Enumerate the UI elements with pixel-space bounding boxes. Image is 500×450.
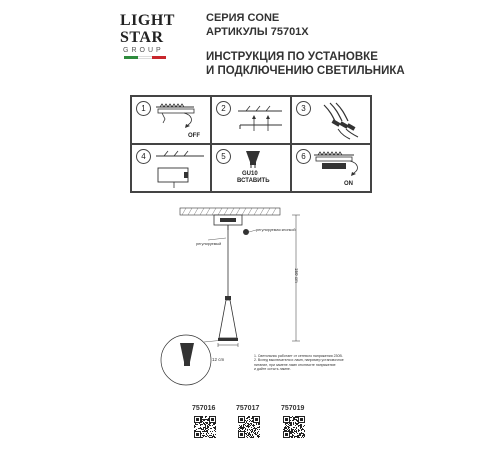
step-number-3: 3 [296, 101, 311, 116]
step-number-4: 4 [136, 149, 151, 164]
flag-white [138, 56, 152, 59]
note-line-4: и дайте остыть лампе. [254, 366, 291, 371]
step-6-label: ON [344, 181, 353, 187]
installation-steps-grid: 1 OFF 2 3 [130, 95, 372, 193]
logo-text-star: STAR [120, 29, 164, 46]
article-code-2: 757017 [236, 405, 260, 412]
adjust-label: регулируемая кнопкой [256, 228, 296, 232]
italian-flag-stripe [124, 56, 166, 59]
note-line-2: 2. Вслед выключателя и ламп, например ус… [254, 358, 344, 363]
logo-text-group: GROUP [123, 47, 164, 54]
step-number-6: 6 [296, 149, 311, 164]
wire-connection-icon [323, 102, 359, 140]
ceiling-mount-icon [156, 150, 204, 188]
logo-text-light: LIGHT [120, 12, 175, 29]
lamp-dimension-diagram [160, 207, 300, 386]
article-code-3: 757019 [281, 405, 305, 412]
flag-green [124, 56, 138, 59]
flag-red [152, 56, 166, 59]
qr-code-icon [283, 416, 305, 438]
note-line-3: питание, при замене ламп отключите напря… [254, 362, 336, 367]
ceiling-drill-icon [238, 105, 282, 131]
cable-label: регулируемый [196, 242, 222, 246]
note-line-1: 1. Светильник работает от сетевого напря… [254, 354, 343, 358]
step-cell-2: 2 [211, 96, 291, 144]
step-number-5: 5 [216, 149, 231, 164]
series-title: СЕРИЯ CONE [206, 12, 280, 24]
step-number-1: 1 [136, 101, 151, 116]
step-5-label-insert: ВСТАВИТЬ [237, 178, 270, 184]
safety-notes: 1. Светильник работает от сетевого напря… [254, 354, 364, 371]
gu10-bulb-icon [246, 151, 260, 168]
step-number-2: 2 [216, 101, 231, 116]
step-cell-1: 1 OFF [131, 96, 211, 144]
height-label: 150 cm [294, 268, 299, 283]
article-code-1: 757016 [192, 405, 216, 412]
articles-title: АРТИКУЛЫ 75701X [206, 26, 309, 38]
qr-code-icon [238, 416, 260, 438]
power-on-wiring-icon [314, 151, 358, 176]
instruction-title-line2: И ПОДКЛЮЧЕНИЮ СВЕТИЛЬНИКА [206, 65, 405, 77]
width-label: 12 cm [212, 357, 225, 362]
power-off-wiring-icon [156, 103, 195, 128]
step-cell-5: 5 GU10 ВСТАВИТЬ [211, 144, 291, 192]
qr-code-icon [194, 416, 216, 438]
step-5-label-gu10: GU10 [242, 171, 258, 177]
instruction-title-line1: ИНСТРУКЦИЯ ПО УСТАНОВКЕ [206, 51, 378, 63]
step-cell-4: 4 [131, 144, 211, 192]
step-1-label: OFF [188, 133, 200, 139]
step-cell-6: 6 ON [291, 144, 371, 192]
step-cell-3: 3 [291, 96, 371, 144]
